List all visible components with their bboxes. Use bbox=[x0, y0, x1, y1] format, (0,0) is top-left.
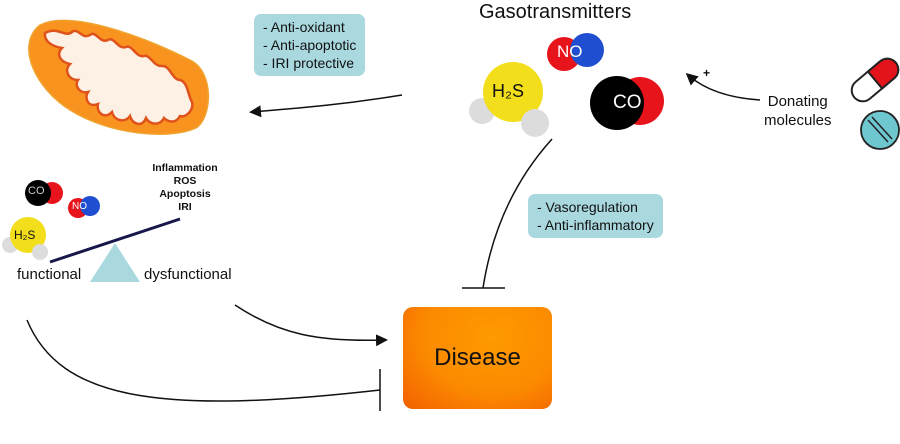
tablet-icon bbox=[860, 110, 900, 150]
dysfunctional-label: dysfunctional bbox=[144, 266, 232, 283]
stressor-item: ROS bbox=[173, 175, 197, 187]
h2s-label: H₂S bbox=[492, 81, 524, 101]
balance-lever bbox=[49, 217, 181, 264]
effect-item: - Vasoregulation bbox=[537, 199, 638, 215]
balance-fulcrum bbox=[90, 243, 140, 282]
no-label: NO bbox=[557, 42, 583, 61]
donor-label-line1: Donating bbox=[767, 93, 828, 110]
disease-label: Disease bbox=[434, 344, 521, 371]
arrow-to-disease bbox=[234, 304, 388, 347]
stressor-item: Apoptosis bbox=[159, 188, 211, 200]
co-label: CO bbox=[613, 92, 642, 113]
co-molecule-icon bbox=[590, 76, 664, 130]
effect-item: - Anti-oxidant bbox=[263, 19, 345, 35]
co-small-molecule-icon bbox=[25, 180, 63, 206]
mitochondrion-icon bbox=[28, 19, 210, 135]
h2s-small-molecule-icon bbox=[2, 217, 48, 260]
h2s-molecule-icon bbox=[469, 62, 549, 137]
no-small-molecule-icon bbox=[68, 196, 100, 218]
effect-item: - Anti-apoptotic bbox=[263, 37, 357, 53]
co-small-label: CO bbox=[28, 185, 45, 197]
h2s-small-label: H₂S bbox=[14, 228, 36, 242]
arrow-to-mitochondria bbox=[249, 94, 403, 118]
disease-box: Disease bbox=[403, 307, 552, 409]
no-molecule-icon bbox=[547, 33, 604, 71]
effect-item: - IRI protective bbox=[263, 55, 355, 71]
stressors-list: Inflammation ROS Apoptosis IRI bbox=[135, 162, 235, 214]
stressor-item: Inflammation bbox=[152, 162, 218, 174]
vascular-effects-box: - Vasoregulation - Anti-inflammatory bbox=[528, 194, 663, 238]
donating-molecules-label: Donating molecules bbox=[764, 92, 832, 130]
inhibition-line-gasotransmitters bbox=[482, 138, 553, 289]
effect-item: - Anti-inflammatory bbox=[537, 217, 654, 233]
capsule-icon bbox=[850, 57, 900, 103]
inhibition-line-functional bbox=[26, 319, 381, 402]
mitochondria-effects-box: - Anti-oxidant - Anti-apoptotic - IRI pr… bbox=[254, 14, 366, 76]
diagram-title: Gasotransmitters bbox=[479, 1, 632, 23]
functional-label: functional bbox=[17, 266, 82, 283]
no-small-label: NO bbox=[72, 201, 87, 212]
plus-sign: + bbox=[703, 66, 711, 80]
donor-label-line2: molecules bbox=[764, 112, 832, 129]
donating-arrow bbox=[685, 73, 761, 101]
stressor-item: IRI bbox=[178, 201, 192, 213]
